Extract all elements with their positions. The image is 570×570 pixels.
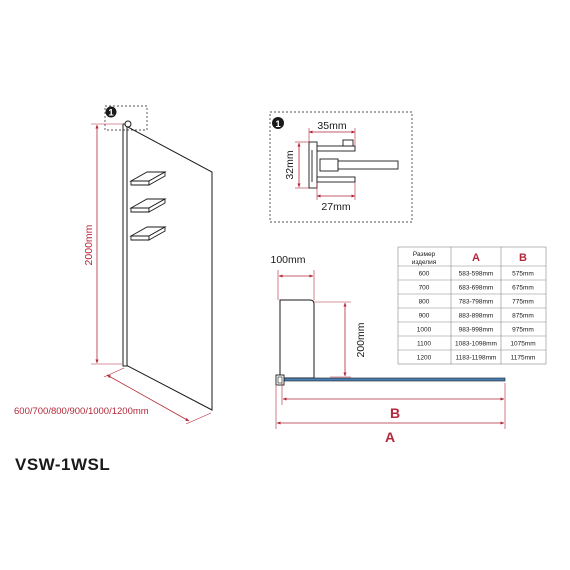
table-cell: 1183-1198mm <box>456 355 497 362</box>
table-cell: 700 <box>419 285 430 292</box>
table-cell: 875mm <box>512 313 534 320</box>
table-cell: 783-798mm <box>459 299 494 306</box>
table-cell: 975mm <box>512 327 534 334</box>
table-header-size-2: изделия <box>412 259 437 266</box>
shelf-top-outline <box>279 299 315 379</box>
table-cell: 1200 <box>417 355 432 362</box>
callout-box-detail <box>269 111 413 223</box>
shelf-3 <box>129 226 167 241</box>
table-rows: 600 583-598mm 575mm 700 683-698mm 675mm 800 783… <box>398 271 546 362</box>
table-cell: 1075mm <box>510 341 535 348</box>
table-cell: 600 <box>419 271 430 278</box>
detail-width-bottom: 27mm <box>321 201 350 213</box>
wall-profile-top <box>275 374 285 386</box>
glass-panel <box>125 125 213 411</box>
top-fixing-knob <box>124 120 132 128</box>
detail-view: 1 35mm 32mm 27mm <box>269 111 413 223</box>
top-height-label: 200mm <box>355 322 367 357</box>
model-title: VSW-1WSL <box>15 455 110 474</box>
table-cell: 900 <box>419 313 430 320</box>
table-cell: 1083-1098mm <box>455 341 497 348</box>
table-cell: 1100 <box>417 341 431 348</box>
table-cell: 1000 <box>417 327 432 334</box>
table-cell: 983-998mm <box>459 327 494 334</box>
wall-profile <box>122 123 128 367</box>
front-view: 1 2000mm 600/700/800/900/1000/1200mm <box>14 105 213 425</box>
table-header-size-1: Размер <box>413 251 436 258</box>
shelf-1 <box>129 171 167 186</box>
callout-box-front <box>104 105 148 131</box>
table-header-a: A <box>472 252 480 264</box>
callout-number-front: 1 <box>108 108 114 119</box>
shelf-2 <box>129 198 167 213</box>
table-cell: 775mm <box>512 299 534 306</box>
callout-number-detail: 1 <box>275 119 281 130</box>
top-view: 100mm 200mm B A <box>270 254 506 445</box>
table-header-b: B <box>519 252 527 264</box>
table-cell: 583-598mm <box>459 271 494 278</box>
table-cell: 1175mm <box>511 355 536 362</box>
table-cell: 675mm <box>512 285 534 292</box>
detail-width-top: 35mm <box>317 120 346 132</box>
callout-marker-detail <box>272 117 284 129</box>
top-width-label: 100mm <box>270 254 305 266</box>
label-a: A <box>385 429 395 445</box>
callout-marker-front <box>105 106 117 118</box>
height-label: 2000mm <box>83 224 95 265</box>
profile-section <box>308 139 399 189</box>
width-label: 600/700/800/900/1000/1200mm <box>14 406 149 417</box>
table-cell: 883-898mm <box>459 313 494 320</box>
glass-top-line <box>281 377 506 382</box>
table-cell: 800 <box>419 299 430 306</box>
table-cell: 683-698mm <box>459 285 494 292</box>
detail-height-side: 32mm <box>284 150 296 179</box>
width-dimension-line <box>106 374 190 422</box>
label-b: B <box>390 405 400 421</box>
table-cell: 575mm <box>512 271 534 278</box>
